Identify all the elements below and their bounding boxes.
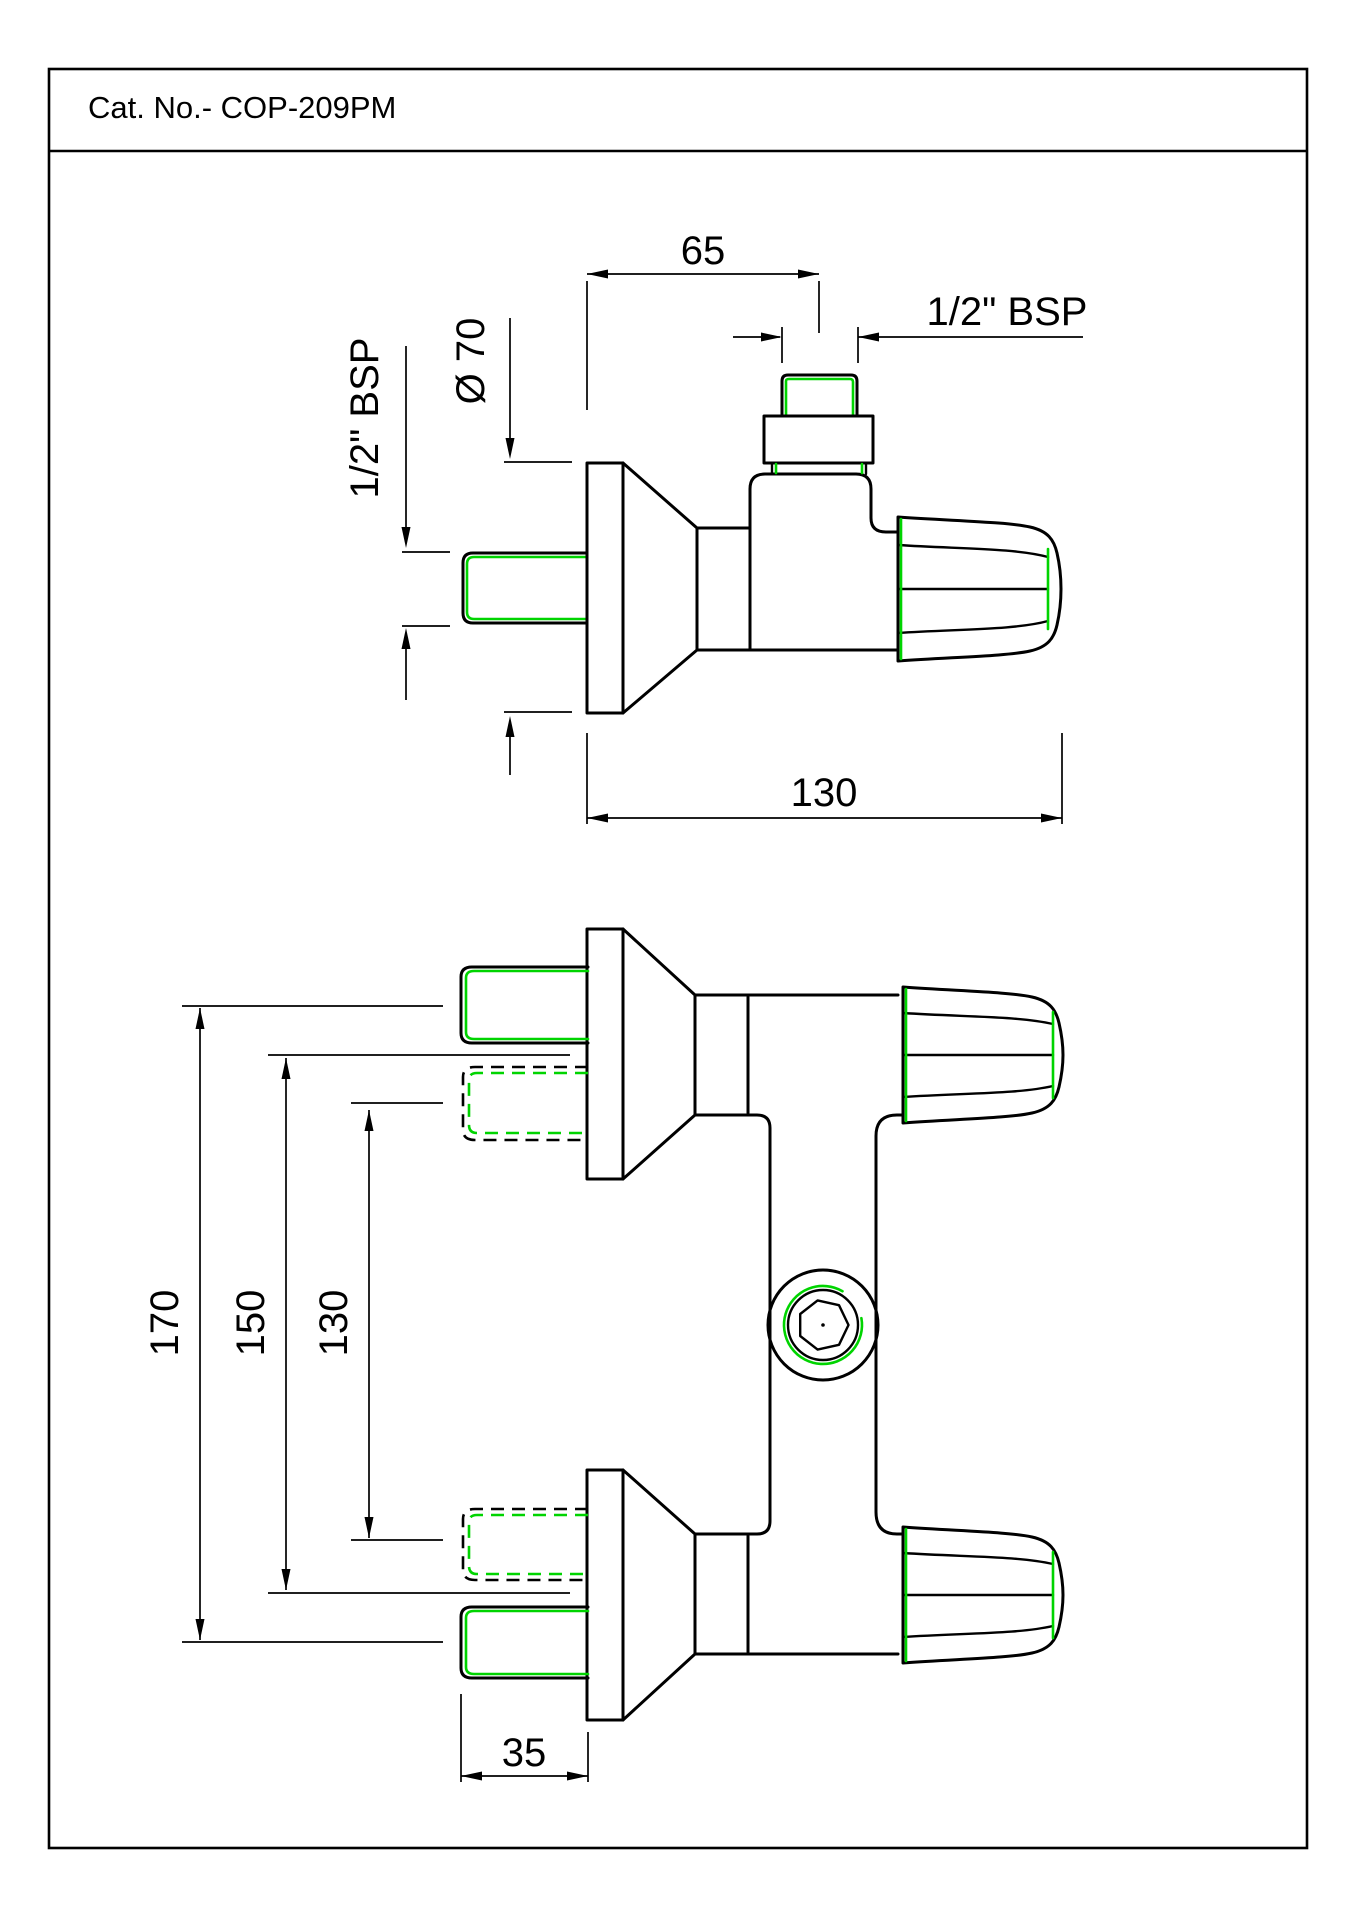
front-lower-dashed-pipe-highlight (467, 1513, 588, 1576)
inlet-thread-label: 1/2" BSP (343, 338, 387, 499)
front-upper-cone (621, 927, 750, 1181)
plug-hex-socket (799, 1299, 850, 1351)
dim-130-depth-label: 130 (791, 771, 858, 815)
sheet-border (47, 67, 1309, 1850)
side-outlet-neck (770, 461, 868, 476)
dim-65-label: 65 (681, 229, 726, 273)
front-upper-dashed-pipe (461, 1065, 588, 1142)
side-inlet-pipe (461, 551, 590, 625)
side-flange-plate (585, 461, 625, 715)
side-outlet-nut (762, 414, 875, 465)
dim-170-label: 170 (143, 1290, 187, 1357)
plug-center-mark (821, 1323, 825, 1327)
side-flange-cone (621, 461, 752, 715)
dim-35-label: 35 (502, 1731, 547, 1775)
outlet-thread-label: 1/2" BSP (927, 290, 1088, 334)
dimension-35: 35 (460, 1694, 589, 1782)
dimension-130-depth: 130 (586, 733, 1063, 824)
front-lower-dashed-pipe (461, 1507, 588, 1582)
dimension-130-centers: 130 (312, 1102, 443, 1541)
front-upper-knob-highlight (904, 987, 1055, 1123)
side-valve-body (748, 472, 900, 652)
front-lower-knob-facets (901, 1551, 1055, 1639)
dimension-inlet-thread: 1/2" BSP (343, 338, 450, 700)
title-block: Cat. No.- COP-209PM (47, 67, 1309, 1850)
dimension-65: 65 (586, 229, 820, 410)
dimension-170: 170 (143, 1005, 443, 1643)
front-upper-solid-pipe (459, 965, 590, 1045)
front-lower-flange-plate (585, 1468, 625, 1722)
side-outlet-thread-highlight (784, 377, 855, 417)
dim-130-centers-label: 130 (312, 1290, 356, 1357)
front-lower-cone (621, 1468, 750, 1722)
front-lower-solid-pipe-highlight (464, 1609, 590, 1676)
dimension-flange-diameter: Ø 70 (449, 318, 572, 775)
front-upper-solid-pipe-highlight (464, 969, 590, 1041)
side-knob-edge-highlight (899, 517, 1050, 661)
side-outlet-pipe (780, 373, 859, 418)
front-view: 170 150 130 35 (143, 927, 1065, 1782)
catalog-number: Cat. No.- COP-209PM (88, 90, 396, 125)
dimension-150: 150 (229, 1054, 570, 1594)
plug-inner-circle (786, 1288, 860, 1362)
plug-thread-highlight (782, 1284, 864, 1366)
front-upper-dashed-pipe-highlight (467, 1071, 588, 1135)
dimension-outlet-thread: 1/2" BSP (733, 290, 1087, 363)
side-inlet-thread-highlight (465, 555, 590, 621)
flange-diameter-label: Ø 70 (449, 318, 493, 405)
front-center-plug (766, 1268, 880, 1382)
front-upper-knob-facets (901, 1011, 1055, 1099)
side-knob-facets (896, 543, 1050, 635)
dim-150-label: 150 (229, 1290, 273, 1357)
front-lower-solid-pipe (459, 1605, 590, 1680)
front-body-tube (693, 993, 905, 1656)
side-outlet-neck-highlight (774, 462, 864, 475)
plug-outer-circle (766, 1268, 880, 1382)
side-view: 65 1/2" BSP Ø 70 1/2" BSP (343, 229, 1087, 824)
front-upper-flange-plate (585, 927, 625, 1181)
front-lower-knob-highlight (904, 1527, 1055, 1663)
